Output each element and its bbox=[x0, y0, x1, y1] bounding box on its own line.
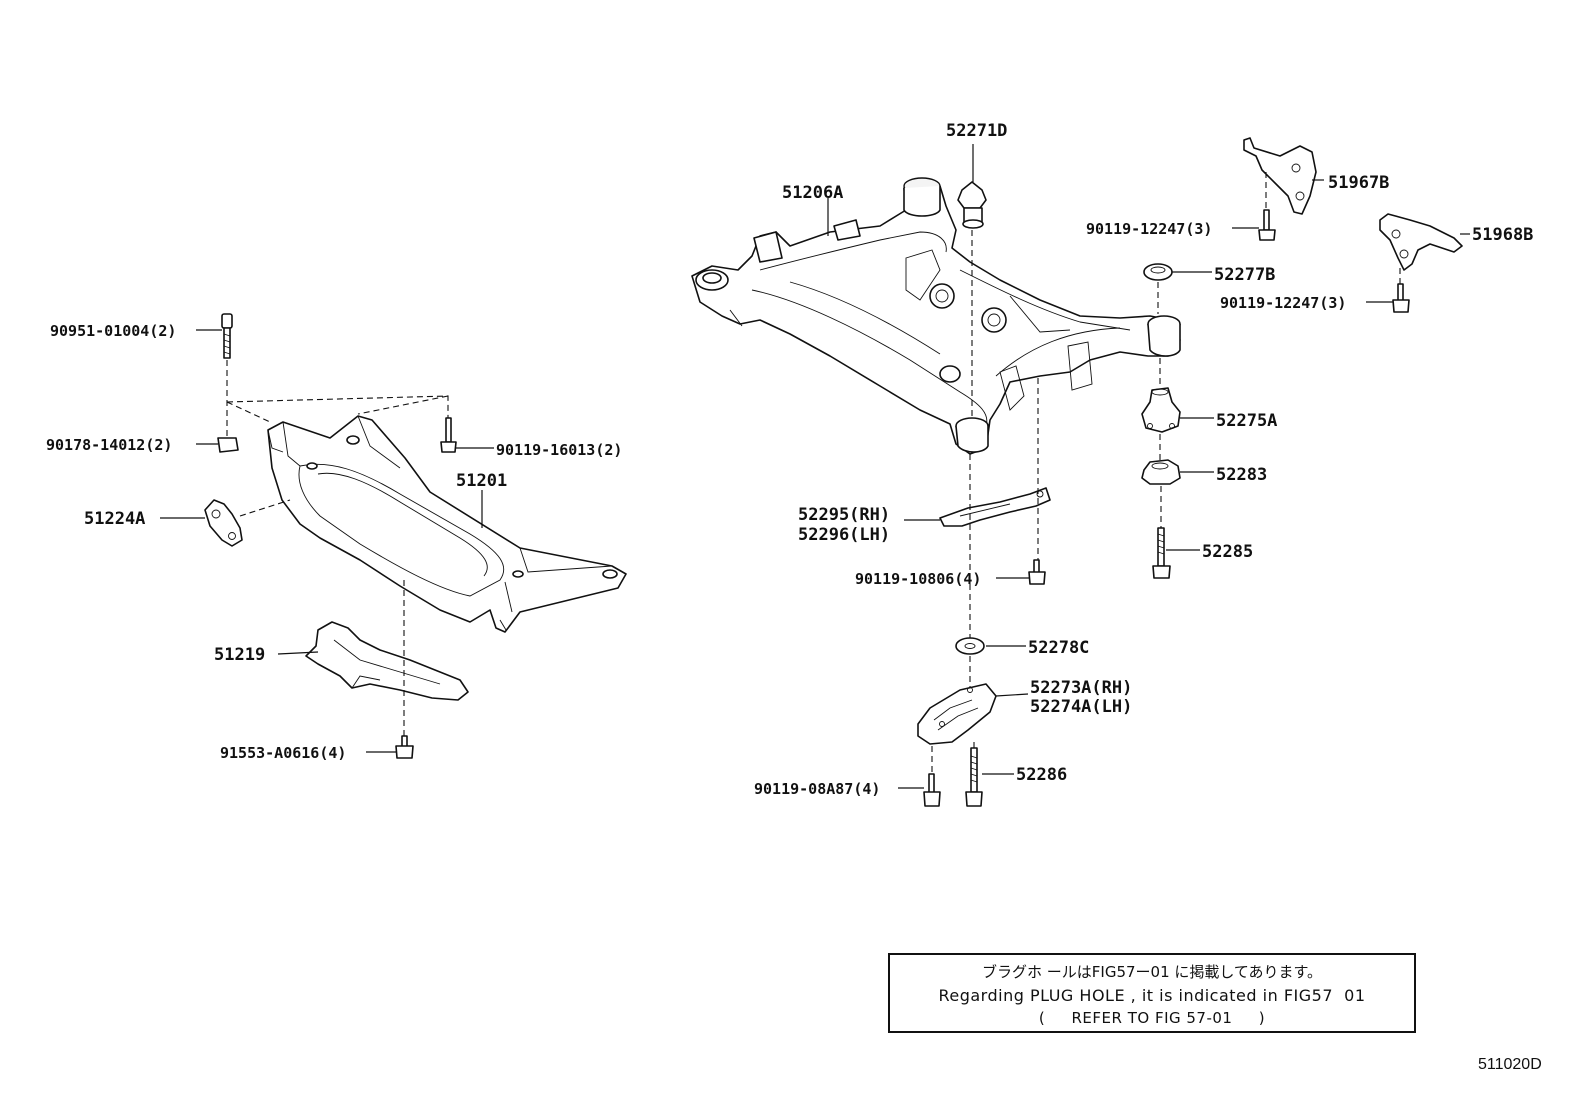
part-label-52285: 52285 bbox=[1202, 542, 1253, 562]
part-label-90119-12247-b: 90119-12247(3) bbox=[1220, 294, 1346, 312]
part-label-51967B: 51967B bbox=[1328, 173, 1389, 193]
cover-plate-51219 bbox=[305, 621, 469, 701]
arm-52295-52296 bbox=[939, 487, 1051, 527]
part-label-91553-A0616: 91553-A0616(4) bbox=[220, 744, 346, 762]
bolt-90951-01004 bbox=[221, 313, 233, 359]
bolt-52286 bbox=[965, 747, 983, 807]
part-label-52275A: 52275A bbox=[1216, 411, 1277, 431]
part-label-51224A: 51224A bbox=[84, 509, 145, 529]
reference-note-box: ブラグホ ールはFIG57ー01 に掲載してあります。 Regarding PL… bbox=[888, 953, 1416, 1033]
stopper-52271D bbox=[957, 181, 987, 229]
note-line-english: Regarding PLUG HOLE , it is indicated in… bbox=[938, 986, 1366, 1005]
part-label-52274A: 52274A(LH) bbox=[1030, 697, 1132, 717]
part-label-52286: 52286 bbox=[1016, 765, 1067, 785]
part-label-52296: 52296(LH) bbox=[798, 525, 890, 545]
part-label-51219: 51219 bbox=[214, 645, 265, 665]
part-label-51968B: 51968B bbox=[1472, 225, 1533, 245]
crossmember-51201 bbox=[267, 415, 627, 633]
washer-52278C bbox=[955, 637, 985, 655]
crossmember-51206A bbox=[691, 177, 1181, 455]
nut-90178-14012 bbox=[217, 437, 239, 453]
note-line-reference: ( REFER TO FIG 57-01 ) bbox=[1038, 1009, 1266, 1027]
part-label-51206A: 51206A bbox=[782, 183, 843, 203]
bolt-91553-A0616 bbox=[395, 735, 414, 759]
cushion-52275A bbox=[1141, 387, 1181, 433]
part-label-52273A: 52273A(RH) bbox=[1030, 678, 1132, 698]
bolt-90119-16013 bbox=[440, 417, 457, 453]
part-label-90119-10806: 90119-10806(4) bbox=[855, 570, 981, 588]
bolt-90119-12247-b bbox=[1392, 283, 1410, 313]
figure-code: 511020D bbox=[1478, 1056, 1542, 1073]
part-label-90951-01004: 90951-01004(2) bbox=[50, 322, 176, 340]
part-label-90178-14012: 90178-14012(2) bbox=[46, 436, 172, 454]
washer-52277B bbox=[1143, 263, 1173, 281]
part-label-52295: 52295(RH) bbox=[798, 505, 890, 525]
bolt-90119-10806 bbox=[1028, 559, 1046, 585]
part-label-52278C: 52278C bbox=[1028, 638, 1089, 658]
stopper-52283 bbox=[1141, 459, 1181, 485]
part-label-52271D: 52271D bbox=[946, 121, 1007, 141]
bolt-90119-12247-a bbox=[1258, 209, 1276, 241]
part-label-90119-12247-a: 90119-12247(3) bbox=[1086, 220, 1212, 238]
bracket-51968B bbox=[1379, 213, 1463, 271]
part-label-52277B: 52277B bbox=[1214, 265, 1275, 285]
part-label-90119-08A87: 90119-08A87(4) bbox=[754, 780, 880, 798]
bolt-52285 bbox=[1152, 527, 1171, 579]
bracket-51224A bbox=[204, 499, 243, 547]
note-line-japanese: ブラグホ ールはFIG57ー01 に掲載してあります。 bbox=[982, 963, 1322, 981]
part-label-51201: 51201 bbox=[456, 471, 507, 491]
plate-52273A-52274A bbox=[917, 683, 997, 745]
bolt-90119-08A87 bbox=[923, 773, 941, 807]
bracket-51967B bbox=[1243, 137, 1317, 215]
part-label-90119-16013: 90119-16013(2) bbox=[496, 441, 622, 459]
right-leader-lines bbox=[827, 144, 1470, 789]
left-leader-lines bbox=[160, 329, 494, 753]
part-label-52283: 52283 bbox=[1216, 465, 1267, 485]
